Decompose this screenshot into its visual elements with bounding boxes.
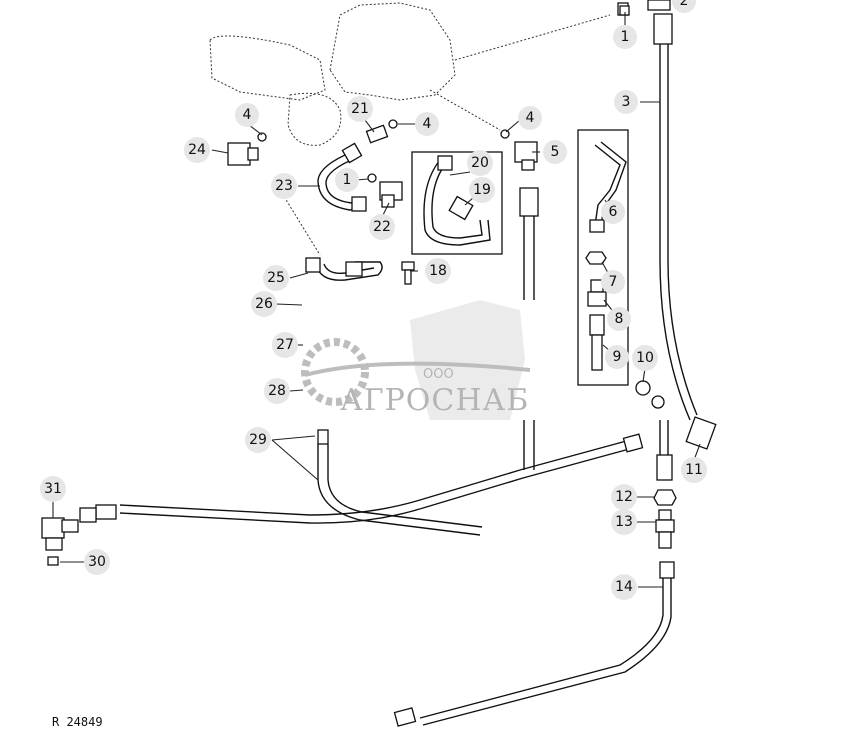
svg-text:25: 25: [267, 270, 285, 286]
bolt-18: [401, 261, 415, 285]
svg-text:7: 7: [609, 274, 618, 290]
svg-text:26: 26: [255, 296, 273, 312]
callouts: 1 2 3 4 4 4 5 6 7 8 9 10 11 12 13 14 18 …: [40, 0, 707, 600]
watermark-prefix: ООО: [423, 367, 454, 382]
callout-18: 18: [425, 258, 451, 284]
callout-6: 6: [601, 200, 625, 224]
callout-10: 10: [632, 345, 658, 371]
hose-14: [393, 561, 675, 727]
svg-text:4: 4: [526, 110, 535, 126]
svg-text:29: 29: [249, 432, 267, 448]
svg-text:9: 9: [613, 349, 622, 365]
callout-29: 29: [245, 427, 271, 453]
callout-19: 19: [469, 177, 495, 203]
svg-text:30: 30: [88, 554, 106, 570]
callout-14: 14: [611, 574, 637, 600]
svg-text:4: 4: [243, 107, 252, 123]
callout-26: 26: [251, 291, 277, 317]
svg-text:24: 24: [188, 142, 206, 158]
svg-text:1: 1: [621, 29, 630, 45]
small-seals: [257, 5, 630, 183]
svg-text:28: 28: [268, 383, 286, 399]
callout-13: 13: [611, 509, 637, 535]
hose-23: [317, 142, 367, 212]
callout-4-left: 4: [235, 103, 259, 127]
callout-11: 11: [681, 457, 707, 483]
svg-text:6: 6: [609, 204, 618, 220]
nut-12: [653, 489, 677, 506]
group-box-6-9: [577, 129, 629, 386]
callout-21: 21: [347, 96, 373, 122]
callout-8: 8: [607, 307, 631, 331]
callout-3: 3: [614, 90, 638, 114]
svg-text:19: 19: [473, 182, 491, 198]
svg-text:4: 4: [423, 116, 432, 132]
plug-30: [47, 556, 59, 566]
svg-text:14: 14: [615, 579, 633, 595]
callout-9: 9: [605, 345, 629, 369]
elbow-24: [227, 142, 259, 166]
callout-12: 12: [611, 484, 637, 510]
callout-2: 2: [672, 0, 696, 13]
svg-text:12: 12: [615, 489, 633, 505]
svg-text:13: 13: [615, 514, 633, 530]
svg-text:21: 21: [351, 101, 369, 117]
svg-text:3: 3: [622, 94, 631, 110]
reference-code: R 24849: [52, 715, 103, 729]
svg-text:5: 5: [551, 144, 560, 160]
svg-text:23: 23: [275, 178, 293, 194]
callout-27: 27: [272, 332, 298, 358]
svg-text:27: 27: [276, 337, 294, 353]
callout-4-mid: 4: [415, 112, 439, 136]
svg-text:18: 18: [429, 263, 447, 279]
group-box-19-20: [411, 151, 503, 255]
callout-30: 30: [84, 549, 110, 575]
hose-3: [653, 13, 698, 481]
callout-4-right: 4: [518, 106, 542, 130]
fitting-21: [365, 124, 389, 144]
callout-24: 24: [184, 137, 210, 163]
svg-text:10: 10: [636, 350, 654, 366]
elbow-22: [379, 181, 403, 208]
callout-7: 7: [601, 270, 625, 294]
callout-31: 31: [40, 476, 66, 502]
hose-long-bottom: [79, 433, 644, 524]
elbow-5: [514, 141, 538, 171]
hose-center-vertical: [519, 187, 539, 470]
svg-text:8: 8: [615, 311, 624, 327]
callout-28: 28: [264, 378, 290, 404]
callout-20: 20: [467, 150, 493, 176]
svg-text:22: 22: [373, 219, 391, 235]
hose-25: [305, 257, 383, 281]
hose-29: [317, 429, 483, 536]
callout-22: 22: [369, 214, 395, 240]
svg-text:11: 11: [685, 462, 703, 478]
watermark-logo: ООО АГРОСНАБ: [301, 300, 531, 420]
callout-25: 25: [263, 265, 289, 291]
ring-10: [635, 380, 665, 409]
svg-text:31: 31: [44, 481, 62, 497]
adapter-13: [655, 509, 675, 549]
callout-23: 23: [271, 173, 297, 199]
callout-5: 5: [543, 140, 567, 164]
svg-text:20: 20: [471, 155, 489, 171]
callout-1-top: 1: [613, 25, 637, 49]
svg-text:1: 1: [343, 172, 352, 188]
watermark-name: АГРОСНАБ: [340, 383, 529, 418]
pump-housing-outline: [209, 2, 611, 256]
callout-1-mid: 1: [335, 168, 359, 192]
svg-text:2: 2: [680, 0, 689, 9]
elbow-31: [41, 517, 79, 551]
clamp-11: [685, 416, 717, 450]
leader-lines: [52, 12, 701, 588]
